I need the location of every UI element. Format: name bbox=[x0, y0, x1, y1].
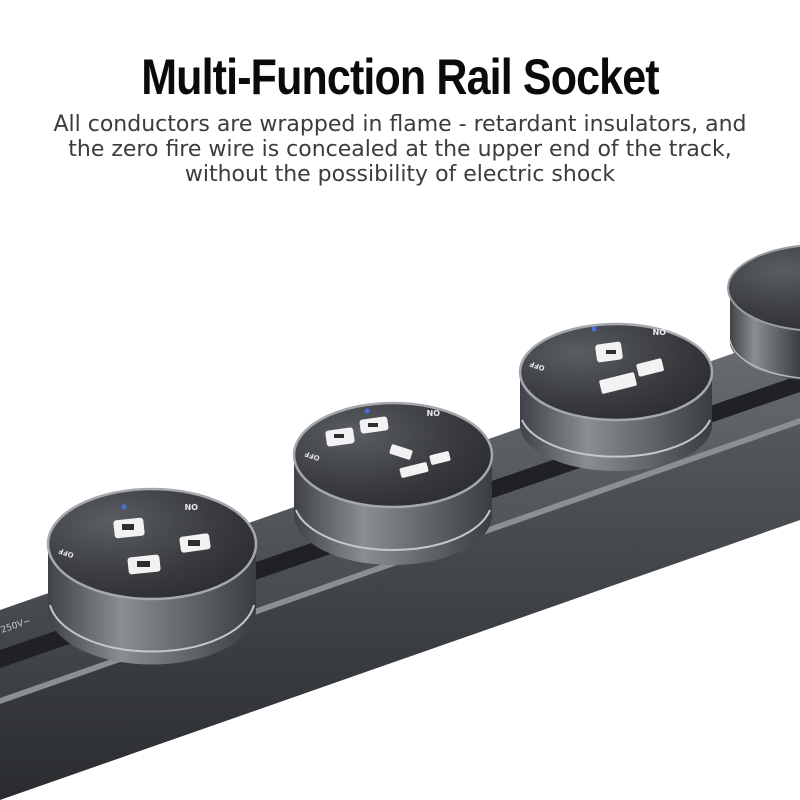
rail-front-face bbox=[0, 420, 800, 800]
outlet-sockets[interactable] bbox=[595, 341, 664, 394]
socket-module: ON OFF bbox=[292, 401, 494, 565]
headline: Multi-Function Rail Socket bbox=[141, 49, 659, 105]
outlet-sockets[interactable] bbox=[325, 416, 451, 478]
on-label: ON bbox=[185, 502, 199, 511]
indicator-light bbox=[121, 504, 127, 510]
on-label: ON bbox=[427, 408, 441, 417]
description: All conductors are wrapped in flame - re… bbox=[20, 112, 780, 187]
socket-module bbox=[727, 245, 800, 380]
socket-module: ON OFF bbox=[518, 322, 714, 471]
indicator-light bbox=[591, 326, 597, 332]
on-label: ON bbox=[653, 327, 667, 336]
outlet-sockets[interactable] bbox=[113, 517, 211, 575]
socket-module: ON OFF bbox=[46, 487, 258, 665]
description-line-3: without the possibility of electric shoc… bbox=[184, 162, 616, 187]
description-line-2: the zero fire wire is concealed at the u… bbox=[68, 137, 732, 162]
indicator-light bbox=[364, 408, 370, 414]
description-line-1: All conductors are wrapped in flame - re… bbox=[53, 112, 747, 137]
